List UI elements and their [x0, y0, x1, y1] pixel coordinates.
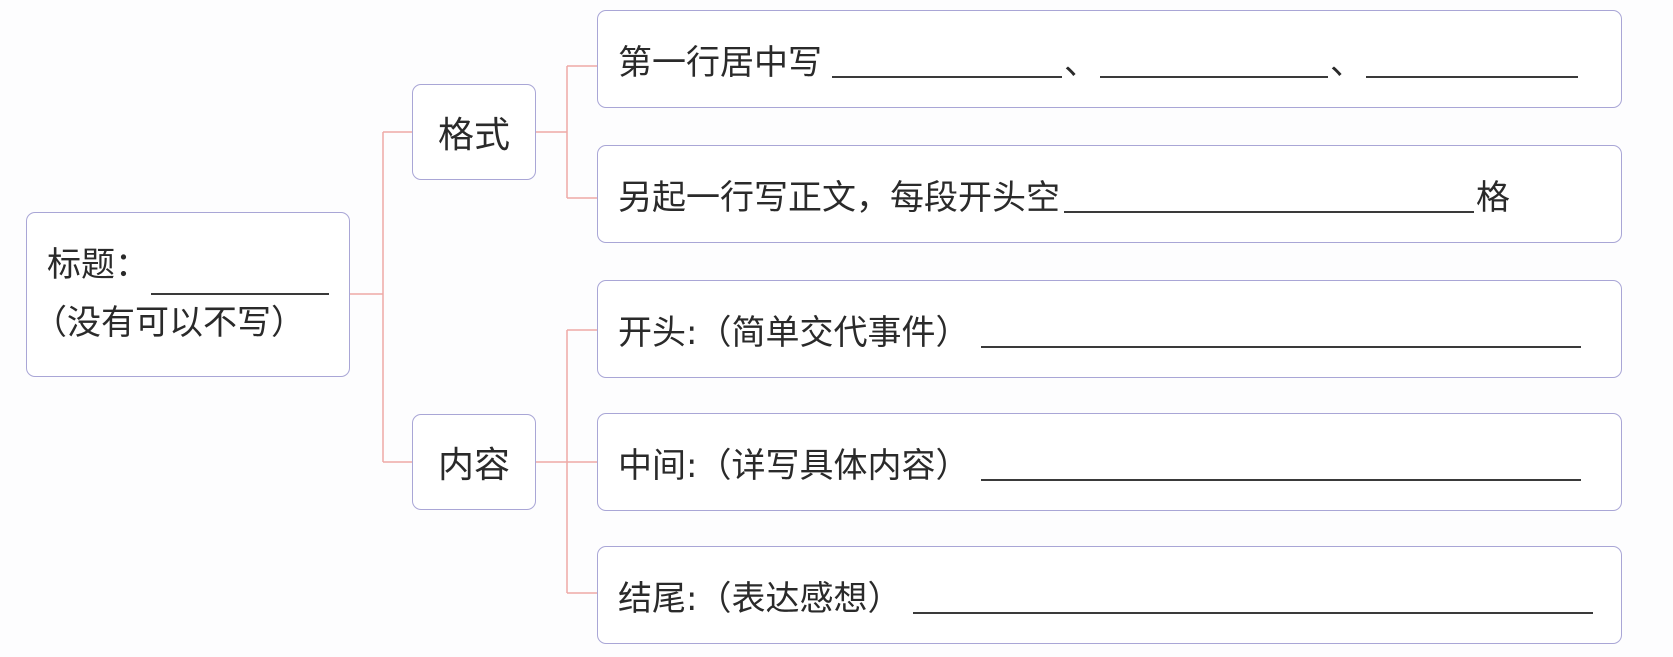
leaf-suffix: 格 — [1476, 177, 1510, 218]
separator: 、 — [1064, 42, 1098, 83]
answer-blank[interactable] — [1064, 175, 1474, 213]
connector-format-to-leaves — [536, 65, 597, 199]
answer-blank-3[interactable] — [1366, 40, 1578, 78]
branch-format-label: 格式 — [437, 115, 510, 156]
leaf-middle: 中间:（详写具体内容） — [597, 413, 1622, 511]
branch-node-content: 内容 — [412, 414, 536, 510]
leaf-paragraph-indent: 另起一行写正文，每段开头空 格 — [597, 145, 1622, 243]
branch-node-format: 格式 — [412, 84, 536, 180]
connector-root-to-branches — [350, 131, 412, 463]
answer-blank-2[interactable] — [1100, 40, 1328, 78]
leaf-opening: 开头:（简单交代事件） — [597, 280, 1622, 378]
leaf-text: 开头:（简单交代事件） — [618, 312, 970, 353]
title-note: （没有可以不写） — [33, 295, 305, 353]
answer-blank[interactable] — [981, 443, 1582, 481]
leaf-first-line-centered: 第一行居中写 、 、 — [597, 10, 1622, 108]
title-note-text: （没有可以不写） — [33, 302, 305, 343]
title-line: 标题： — [47, 237, 331, 295]
title-label: 标题： — [47, 244, 149, 285]
root-node-title: 标题： （没有可以不写） — [26, 212, 350, 377]
leaf-ending: 结尾:（表达感想） — [597, 546, 1622, 644]
title-blank[interactable] — [151, 257, 329, 295]
answer-blank[interactable] — [913, 576, 1594, 614]
leaf-text: 结尾:（表达感想） — [618, 578, 902, 619]
leaf-text: 第一行居中写 — [618, 42, 822, 83]
connector-content-to-leaves — [536, 329, 597, 594]
answer-blank-1[interactable] — [832, 40, 1062, 78]
leaf-text: 另起一行写正文，每段开头空 — [618, 177, 1060, 218]
branch-content-label: 内容 — [437, 445, 510, 486]
separator: 、 — [1330, 42, 1364, 83]
answer-blank[interactable] — [981, 310, 1582, 348]
leaf-text: 中间:（详写具体内容） — [618, 445, 970, 486]
